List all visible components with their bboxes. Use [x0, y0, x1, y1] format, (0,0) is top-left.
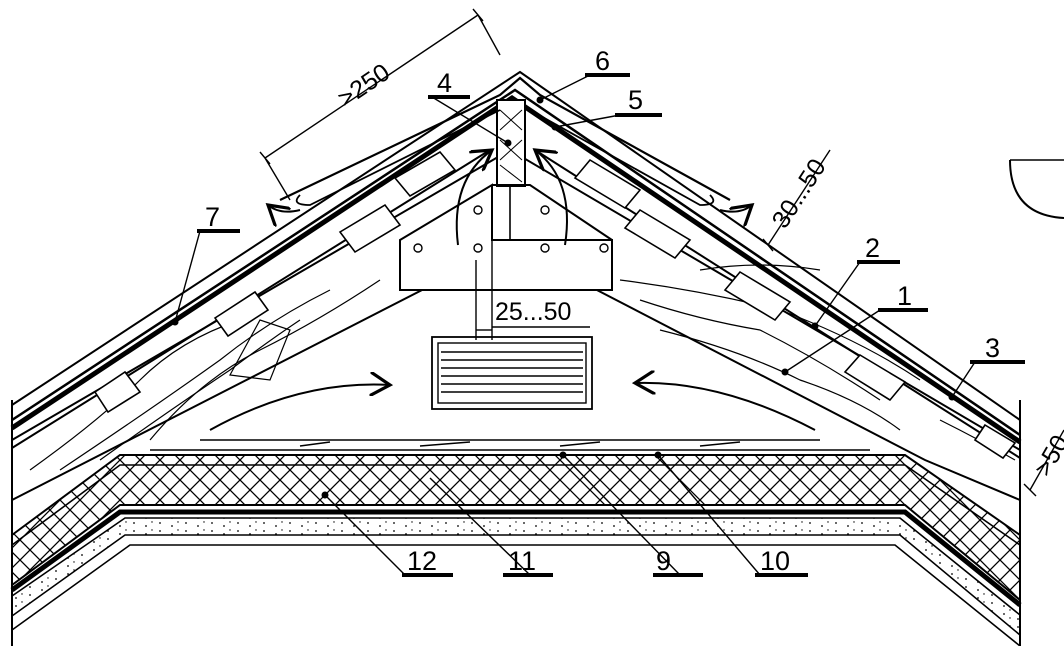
ceiling-boards: [150, 439, 870, 451]
leader-dots: [171, 96, 956, 499]
dimension-vent-gap: 30...50: [767, 154, 832, 233]
leader-lines: [174, 74, 976, 576]
callout-7: 7: [205, 202, 220, 232]
dimension-lines: [259, 8, 1064, 497]
callout-4: 4: [437, 68, 452, 98]
ridge-assembly: [279, 76, 731, 291]
callout-11: 11: [508, 546, 536, 576]
callout-3: 3: [985, 333, 1000, 363]
callout-10: 10: [760, 546, 790, 576]
ceiling-plaster: [11, 517, 1021, 646]
callout-9: 9: [656, 546, 671, 576]
callout-12: 12: [407, 546, 437, 576]
gutter-detail: [1009, 159, 1064, 219]
callout-2: 2: [865, 233, 880, 263]
callout-6: 6: [595, 46, 610, 76]
airflow-arrows: [209, 150, 816, 431]
ceiling-insulation: [10, 454, 1022, 607]
callout-underlines: [197, 73, 1025, 577]
battens: [93, 150, 1017, 460]
dimension-eave-gap: >50: [1029, 430, 1064, 481]
dimension-vent-width: 25...50: [495, 298, 571, 326]
callout-5: 5: [628, 85, 643, 115]
vent-grille: [431, 336, 593, 410]
dimension-ridge-overlap: >250: [333, 58, 395, 113]
callout-1: 1: [897, 281, 912, 311]
